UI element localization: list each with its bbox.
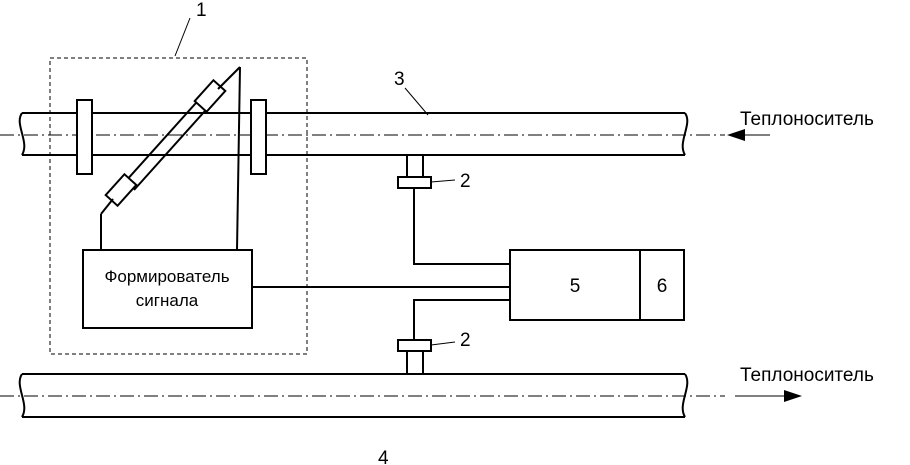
- lower-temperature-sensor: [398, 300, 510, 374]
- left-flange: [77, 100, 92, 174]
- ultrasonic-transducer-tube: [101, 67, 240, 214]
- upper-temperature-sensor: [398, 155, 510, 264]
- label-4: 4: [378, 448, 389, 465]
- calculator-label: 5: [570, 276, 581, 297]
- leader-2-lower: [431, 342, 455, 345]
- return-pipe: [0, 374, 725, 417]
- label-1: 1: [196, 0, 207, 21]
- label-3: 3: [394, 69, 405, 90]
- return-flow-arrow: [735, 390, 802, 402]
- label-2-upper: 2: [460, 171, 471, 192]
- signal-former-label-2: сигнала: [136, 291, 199, 310]
- supply-pipe: [0, 113, 725, 155]
- supply-flow-arrow: [727, 129, 770, 141]
- leader-1: [175, 18, 190, 56]
- signal-former-block: Формирователь сигнала: [83, 250, 252, 328]
- right-flange: [251, 100, 266, 174]
- signal-former-label-1: Формирователь: [104, 267, 229, 286]
- supply-flow-label: Теплоноситель: [740, 109, 874, 130]
- leader-3: [405, 88, 428, 115]
- leader-2-upper: [431, 180, 455, 182]
- wire-upper-transducer: [237, 67, 240, 250]
- return-flow-label: Теплоноситель: [740, 365, 874, 386]
- calculator-block: 5 6: [510, 250, 684, 320]
- label-2-lower: 2: [460, 330, 471, 351]
- display-label: 6: [657, 276, 668, 297]
